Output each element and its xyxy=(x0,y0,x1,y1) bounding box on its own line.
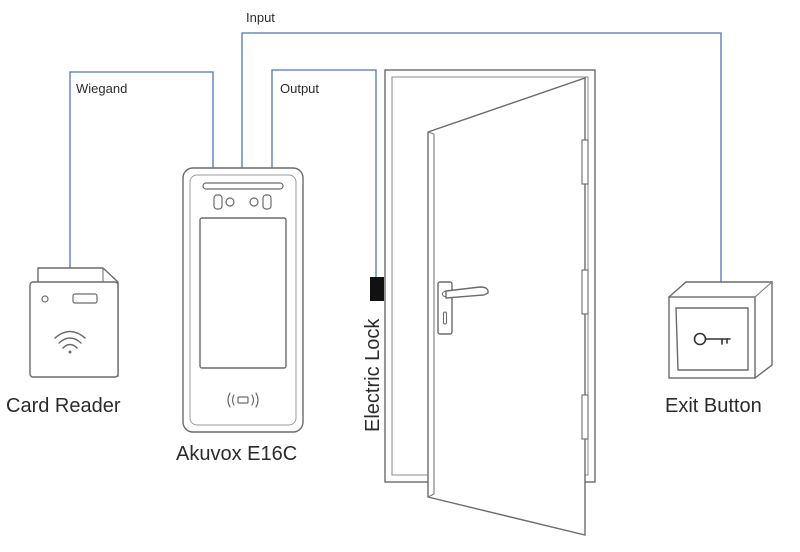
wiegand-label: Wiegand xyxy=(76,81,127,96)
ir-lens-icon xyxy=(249,197,259,207)
exit-button-label: Exit Button xyxy=(665,395,762,417)
wires xyxy=(69,32,722,282)
output-wire xyxy=(271,69,377,277)
card-reader-front xyxy=(29,281,119,378)
card-reader-label: Card Reader xyxy=(6,395,121,417)
hinge-bottom xyxy=(581,394,589,440)
hinge-middle xyxy=(581,269,589,315)
wiegand-wire xyxy=(69,71,214,270)
door-handle xyxy=(445,286,489,299)
nfc-icon xyxy=(227,392,259,408)
card-reader-device xyxy=(29,267,119,378)
card-reader-slot xyxy=(72,293,98,304)
exit-button-device xyxy=(667,281,773,379)
output-label: Output xyxy=(280,81,319,96)
electric-lock-label: Electric Lock xyxy=(362,318,384,432)
electric-lock-block xyxy=(370,277,384,301)
intercom-device xyxy=(182,167,304,433)
camera-sensor-right xyxy=(262,194,272,210)
input-label: Input xyxy=(246,10,275,25)
camera-sensor-left xyxy=(213,194,223,210)
door-assembly xyxy=(384,69,596,536)
input-wire xyxy=(241,32,722,282)
keyhole-icon xyxy=(442,311,448,325)
card-reader-led-icon xyxy=(41,295,49,303)
intercom-label: Akuvox E16C xyxy=(176,443,297,465)
door-leaf xyxy=(427,77,586,536)
hinge-top xyxy=(581,139,589,185)
intercom-screen xyxy=(199,217,287,369)
camera-lens-icon xyxy=(225,197,235,207)
intercom-bezel xyxy=(189,174,297,426)
intercom-speaker-grille xyxy=(202,182,284,190)
key-icon xyxy=(693,332,731,346)
door-handle-plate xyxy=(437,281,453,335)
contactless-icon xyxy=(54,330,86,354)
